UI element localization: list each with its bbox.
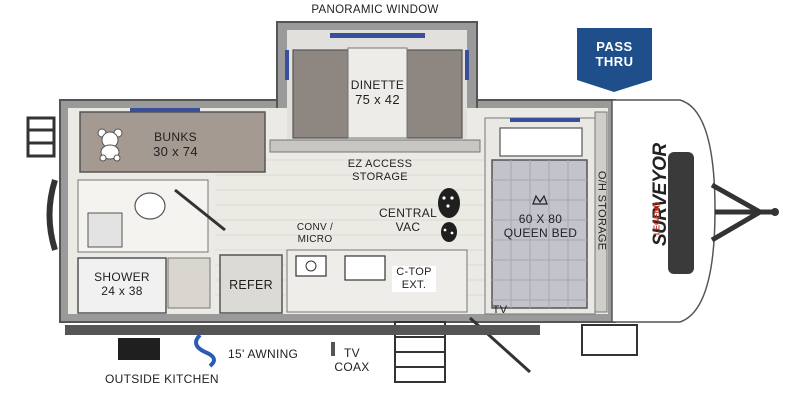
pass-thru-badge: [577, 28, 652, 92]
tongue-jack: [581, 324, 638, 356]
queen-name: QUEEN BED: [503, 226, 578, 241]
tv-coax-line2: COAX: [334, 360, 370, 375]
central-vac-label: CENTRAL VAC: [378, 206, 438, 235]
ez-storage-wall: [269, 139, 481, 153]
shower-label: SHOWER 24 x 38: [92, 270, 152, 299]
bunk-window: [130, 108, 200, 112]
outside-kitchen-hose: [194, 333, 216, 368]
refer-label: REFER: [229, 278, 273, 292]
shower-stall: [77, 257, 167, 314]
shower-name: SHOWER: [94, 270, 150, 284]
bunks-size: 30 x 74: [153, 144, 198, 160]
refrigerator: [219, 254, 283, 314]
pass-thru-line2: THRU: [595, 53, 634, 69]
footprint-detail: [442, 196, 454, 235]
bed-pillows: [499, 127, 583, 157]
dinette-window-left: [285, 50, 289, 80]
rear-ladder: [26, 116, 56, 158]
tv-coax-post: [331, 342, 335, 356]
conv-micro-label: CONV / MICRO: [290, 222, 340, 246]
bunks-label: BUNKS 30 x 74: [148, 130, 203, 160]
dinette-name: DINETTE: [350, 78, 405, 92]
conv-line1: CONV /: [296, 222, 334, 233]
bath-door: [174, 188, 226, 232]
trailer-hitch: [710, 182, 775, 243]
queen-bed: [491, 159, 588, 309]
outside-kitchen-unit: [118, 338, 160, 360]
conv-line2: MICRO: [297, 234, 333, 245]
shower-size: 24 x 38: [101, 284, 143, 299]
oh-storage-bar: [594, 111, 608, 313]
queen-bed-label: 60 X 80 QUEEN BED: [498, 212, 583, 241]
central-line1: CENTRAL: [378, 206, 438, 220]
dinette-seat-left: [292, 49, 349, 139]
shower-shelves: [167, 257, 211, 309]
bed-grid: [492, 160, 587, 308]
ctop-line1: C-TOP: [396, 266, 432, 278]
dinette-label: DINETTE 75 x 42: [345, 78, 410, 108]
brand-sub-logo: LEGEND: [652, 201, 662, 236]
ez-line1: EZ ACCESS: [347, 158, 413, 170]
rear-bumper: [46, 179, 58, 251]
ctop-line2: EXT.: [401, 279, 427, 292]
tv-label: TV: [492, 304, 508, 316]
teddy-bear-icon: [97, 128, 123, 162]
c-top-ext-label: C-TOP EXT.: [392, 266, 436, 293]
ez-line2: STORAGE: [352, 171, 408, 184]
microwave: [295, 255, 327, 277]
stove-burner: [305, 260, 317, 272]
dinette-window: [330, 33, 425, 38]
panoramic-window-label: PANORAMIC WINDOW: [311, 4, 439, 16]
bathroom-sink: [87, 212, 123, 248]
hitch-coupler: [771, 208, 779, 216]
queen-size: 60 X 80: [518, 212, 563, 226]
pass-thru-line1: PASS: [596, 39, 633, 54]
crown-icon: [532, 194, 548, 205]
bedroom-window: [510, 118, 580, 122]
outside-kitchen-label: OUTSIDE KITCHEN: [105, 372, 219, 386]
awning-label: 15' AWNING: [228, 347, 299, 361]
dinette-size: 75 x 42: [355, 92, 400, 108]
dinette-table: [347, 47, 408, 139]
footprint-icon: [438, 188, 460, 242]
toilet: [134, 192, 166, 220]
dinette-window-right: [465, 50, 469, 80]
kitchen-sink: [344, 255, 386, 281]
pass-thru-label: PASS THRU: [577, 39, 652, 70]
central-line2: VAC: [395, 220, 421, 235]
tv-coax-line1: TV: [344, 346, 360, 360]
tv-coax-label: TV COAX: [332, 346, 372, 375]
oh-storage-label: O/H STORAGE: [595, 170, 608, 251]
front-window: [668, 152, 694, 274]
ez-access-storage-label: EZ ACCESS STORAGE: [335, 158, 425, 184]
bunks-name: BUNKS: [154, 130, 197, 144]
dinette-seat-right: [406, 49, 463, 139]
